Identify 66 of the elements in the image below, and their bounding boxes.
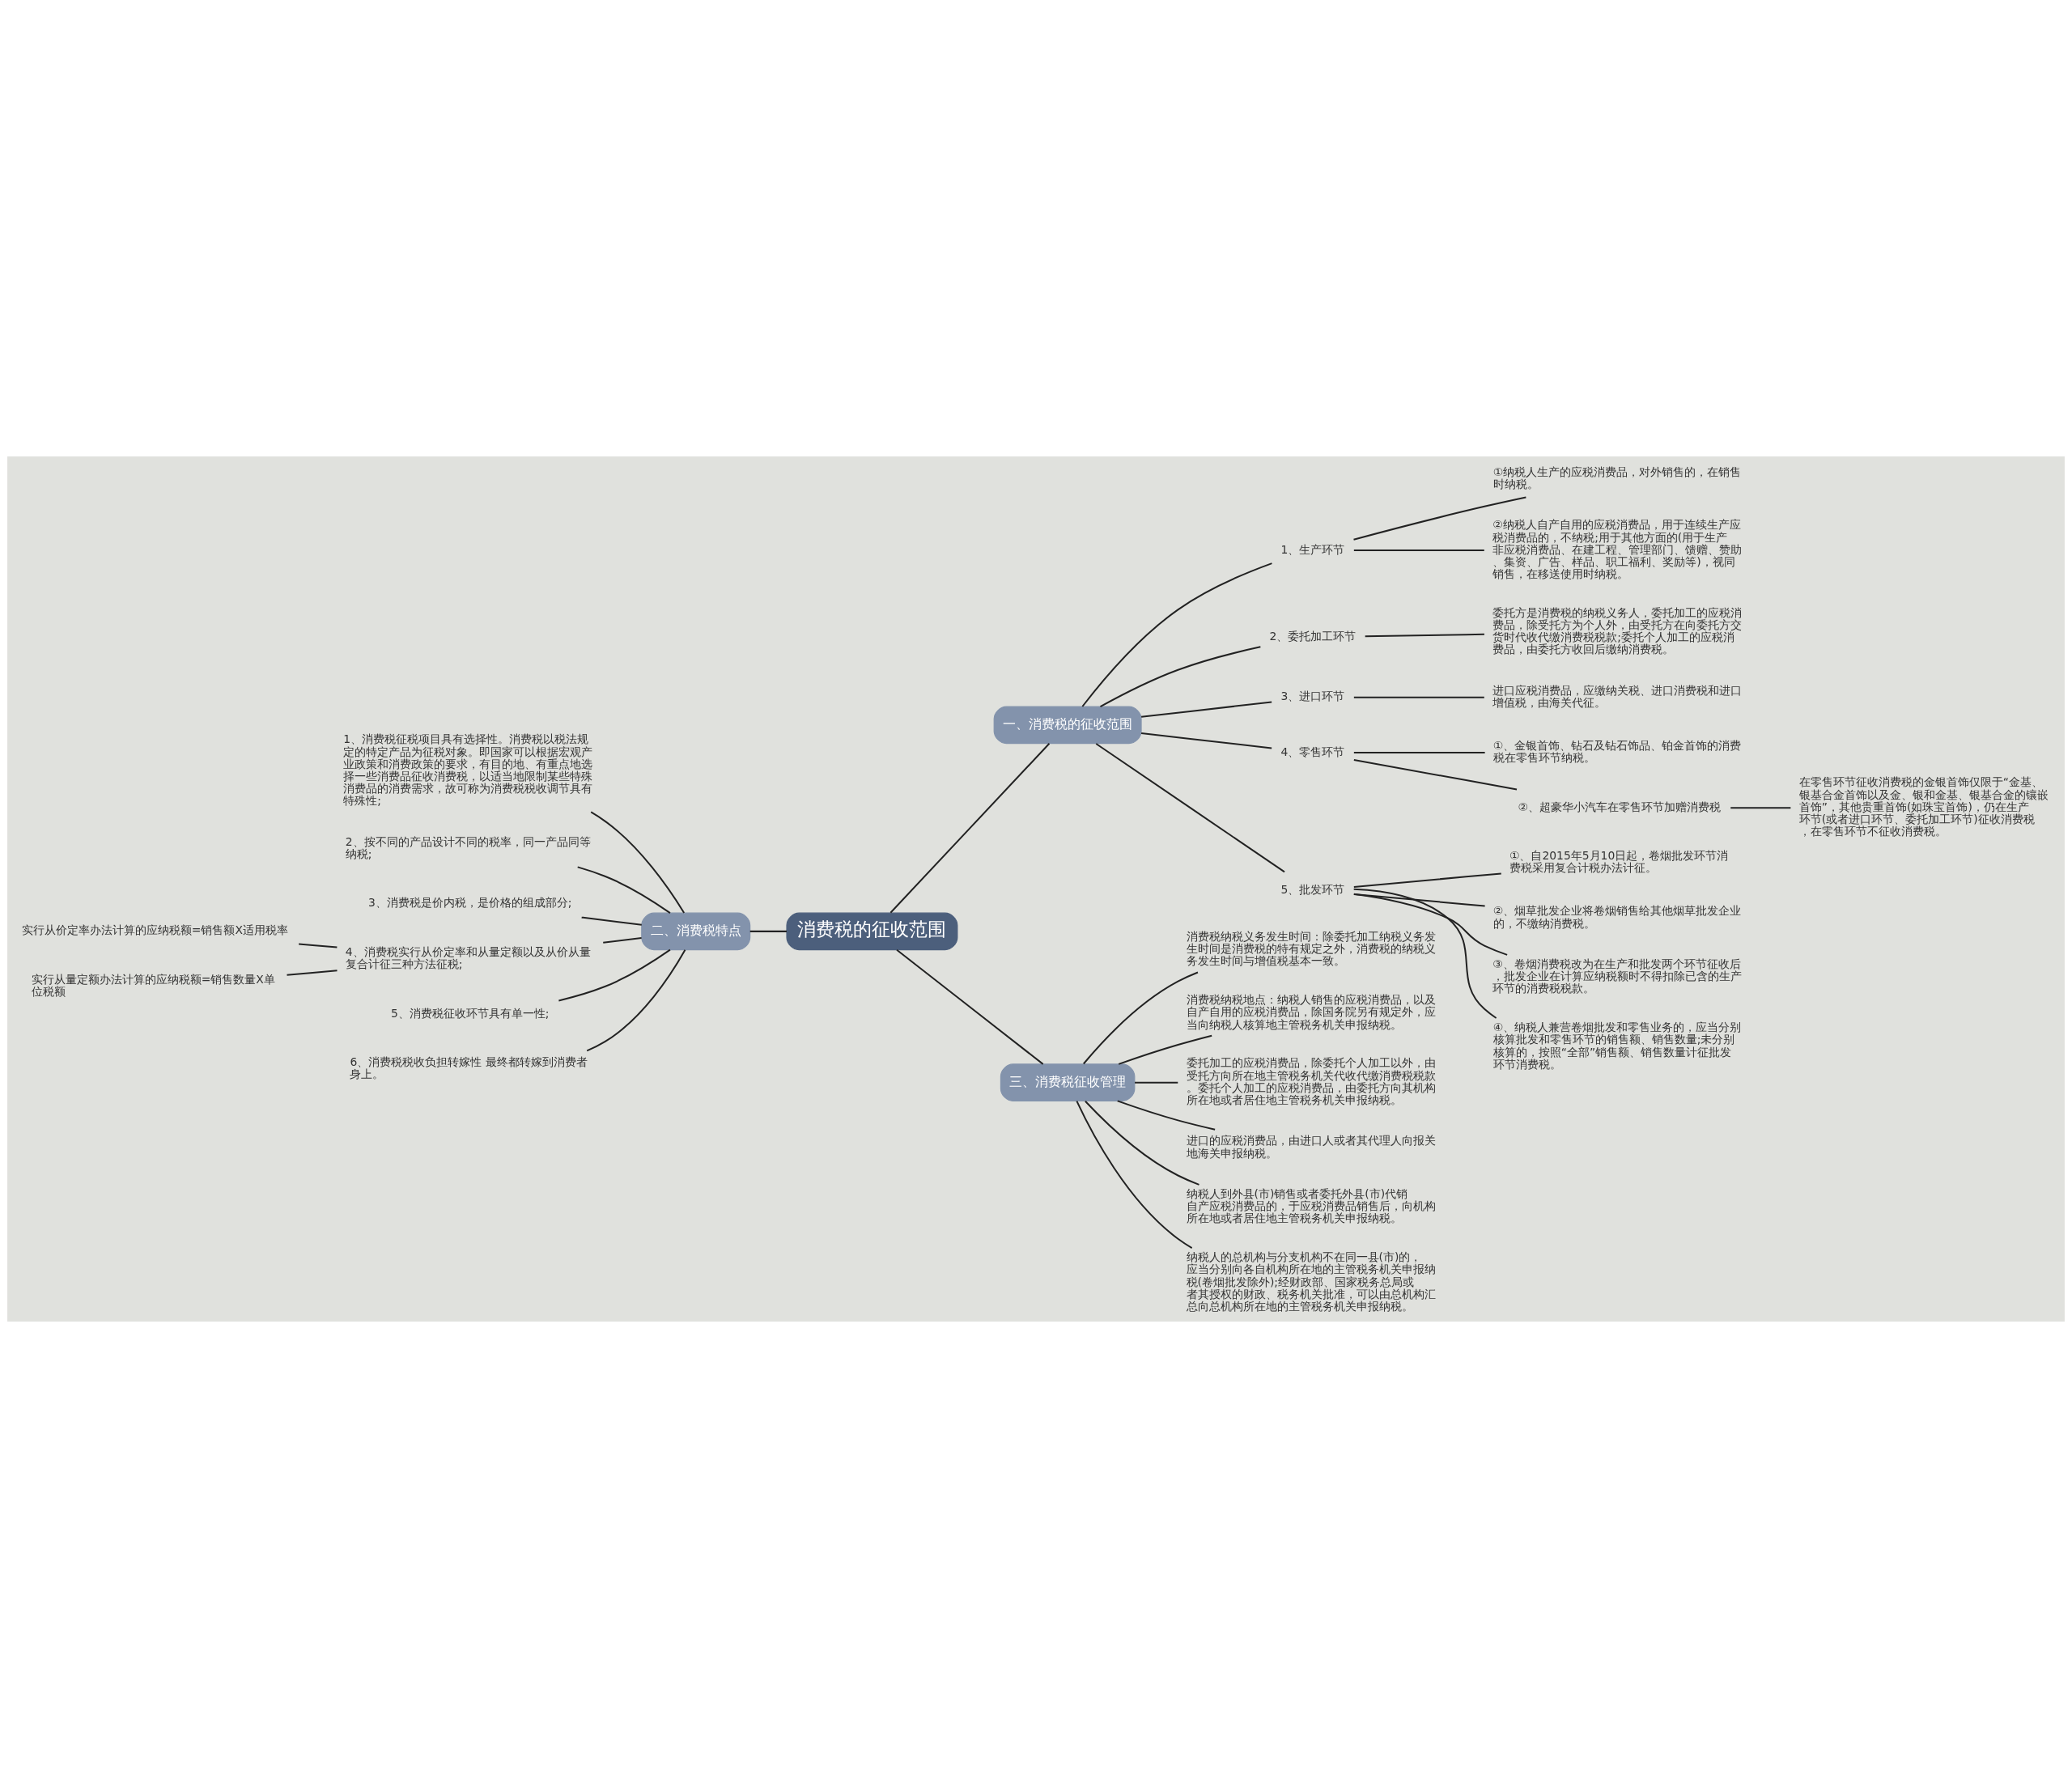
node-text: 4、消费税实行从价定率和从量定额以及从价从量复合计征三种方法征税; [345, 944, 591, 971]
node-box: 一、消费税的征收范围 [993, 706, 1142, 745]
connector [1353, 888, 1497, 1019]
connector [1141, 732, 1272, 749]
node-text: 纳税人到外县(市)销售或者委托外县(市)代销自产应税消费品的，于应税消费品销售后，向机构所在地或者居住地主管税务机关申报纳税。 [1186, 1187, 1436, 1225]
node-text: ①纳税人生产的应税消费品，对外销售的，在销售时纳税。 [1492, 465, 1742, 490]
connector [1076, 1101, 1193, 1249]
connector [1353, 893, 1508, 956]
node-text: 5、批发环节 [1280, 882, 1345, 896]
node-box: 消费税的征收范围 [786, 912, 958, 951]
connector [1083, 971, 1199, 1065]
connector [581, 916, 642, 926]
node-text: 2、按不同的产品设计不同的税率，同一产品同等纳税; [345, 834, 591, 860]
connector [1100, 646, 1261, 708]
connector [1353, 550, 1484, 552]
node-text: ②纳税人自产自用的应税消费品，用于连续生产应税消费品的，不纳税;用于其他方面的(用于生产非应税消费品、在建工程、管理部门、馈赠、赞助、集资、广告、样品、职工福利、奖励等)，视同销售，在移送使用时纳税。 [1492, 518, 1743, 580]
node-text: 4、零售环节 [1280, 745, 1345, 758]
connector [1730, 807, 1791, 809]
connector [1353, 759, 1518, 791]
connector [1353, 496, 1526, 541]
node-text: ②、超豪华小汽车在零售环节加赠消费税 [1518, 800, 1721, 813]
node-text: 实行从价定率办法计算的应纳税额=销售额X适用税率 [21, 923, 289, 937]
node-text: 进口应税消费品，应缴纳关税、进口消费税和进口增值税，由海关代征。 [1492, 683, 1743, 709]
node-text: 消费税纳税地点：纳税人销售的应税消费品，以及自产自用的应税消费品，除国务院另有规定外，应当向纳税人核算地主管税务机关申报纳税。 [1186, 993, 1436, 1031]
node-text: 在零售环节征收消费税的金银首饰仅限于“金基、银基合金首饰以及金、银和金基、银基合金的镶嵌首饰”，其他贵重首饰(如珠宝首饰)，仍在生产环节(或者进口环节、委托加工环节)征收消费税，在零售环节不征收消费税。 [1798, 775, 2049, 838]
connector [577, 866, 671, 914]
connector [896, 949, 1044, 1065]
connector [890, 743, 1051, 914]
connector [1141, 701, 1272, 718]
node-text: 1、生产环节 [1280, 542, 1345, 556]
node-text: 6、消费税税收负担转嫁性 最终都转嫁到消费者身上。 [350, 1055, 588, 1081]
connector [1365, 633, 1484, 638]
connector [558, 948, 671, 1002]
node-text: 委托方是消费税的纳税义务人，委托加工的应税消费品，除受托方为个人外，由受托方在向委托方交货时代收代缴消费税税款;委托个人加工的应税消费品，由委托方收回后缴纳消费税。 [1492, 605, 1743, 656]
node-text: 纳税人的总机构与分支机构不在同一县(市)的，应当分别向各自机构所在地的主管税务机关申报纳税(卷烟批发除外);经财政部、国家税务总局或者其授权的财政、税务机关批准，可以由总机构汇总向总机构所在地的主管税务机关申报纳税。 [1186, 1250, 1436, 1313]
connector [586, 949, 686, 1052]
connector [1135, 1081, 1178, 1084]
connector [299, 943, 338, 948]
node-text: 3、消费税是价内税，是价格的组成部分; [368, 896, 572, 910]
node-text: ②、烟草批发企业将卷烟销售给其他烟草批发企业的，不缴纳消费税。 [1492, 904, 1742, 930]
node-box: 二、消费税特点 [641, 912, 751, 951]
node-text: 实行从量定额办法计算的应纳税额=销售数量X单位税额 [31, 972, 275, 999]
node-text: 2、委托加工环节 [1269, 629, 1357, 643]
connector [1095, 743, 1285, 873]
connector [603, 937, 642, 944]
node-text: 3、进口环节 [1280, 690, 1345, 703]
connector [590, 811, 686, 914]
connector [1118, 1034, 1212, 1065]
node-text: ③、卷烟消费税改为在生产和批发两个环节征收后，批发企业在计算应纳税额时不得扣除已含的生产环节的消费税税款。 [1492, 957, 1743, 995]
connector [749, 930, 787, 932]
node-text: 消费税纳税义务发生时间：除委托加工纳税义务发生时间是消费税的特有规定之外，消费税的纳税义务发生时间与增值税基本一致。 [1186, 929, 1436, 968]
connector [1085, 1101, 1199, 1186]
node-text: ④、纳税人兼营卷烟批发和零售业务的，应当分别核算批发和零售环节的销售额、销售数量;未分别核算的，按照“全部”销售额、销售数量计征批发环节消费税。 [1492, 1021, 1742, 1071]
node-text: 委托加工的应税消费品，除委托个人加工以外，由受托方向所在地主管税务机关代收代缴消费税税款。委托个人加工的应税消费品，由委托方向其机构所在地或者居住地主管税务机关申报纳税。 [1186, 1056, 1436, 1106]
connector [1353, 696, 1484, 698]
connector [1353, 752, 1485, 753]
node-box: 三、消费税征收管理 [1000, 1063, 1136, 1102]
node-text: 进口的应税消费品，由进口人或者其代理人向报关地海关申报纳税。 [1186, 1134, 1436, 1160]
node-text: ①、金银首饰、钻石及钻石饰品、铂金首饰的消费税在零售环节纳税。 [1492, 738, 1742, 765]
node-text: ①、自2015年5月10日起，卷烟批发环节消费税采用复合计税办法计征。 [1509, 849, 1729, 875]
node-text: 5、消费税征收环节具有单一性; [391, 1006, 550, 1020]
connector [1117, 1100, 1216, 1131]
connector [1081, 562, 1272, 707]
connector [1353, 872, 1501, 888]
node-text: 1、消费税征税项目具有选择性。消费税以税法规定的特定产品为征税对象。即国家可以根据宏观产业政策和消费政策的要求，有目的地、有重点地选择一些消费品征收消费税，以适当地限制某些特殊消费品的消费需求，故可称为消费税税收调节具有特殊性; [343, 732, 593, 808]
connector [287, 970, 338, 976]
